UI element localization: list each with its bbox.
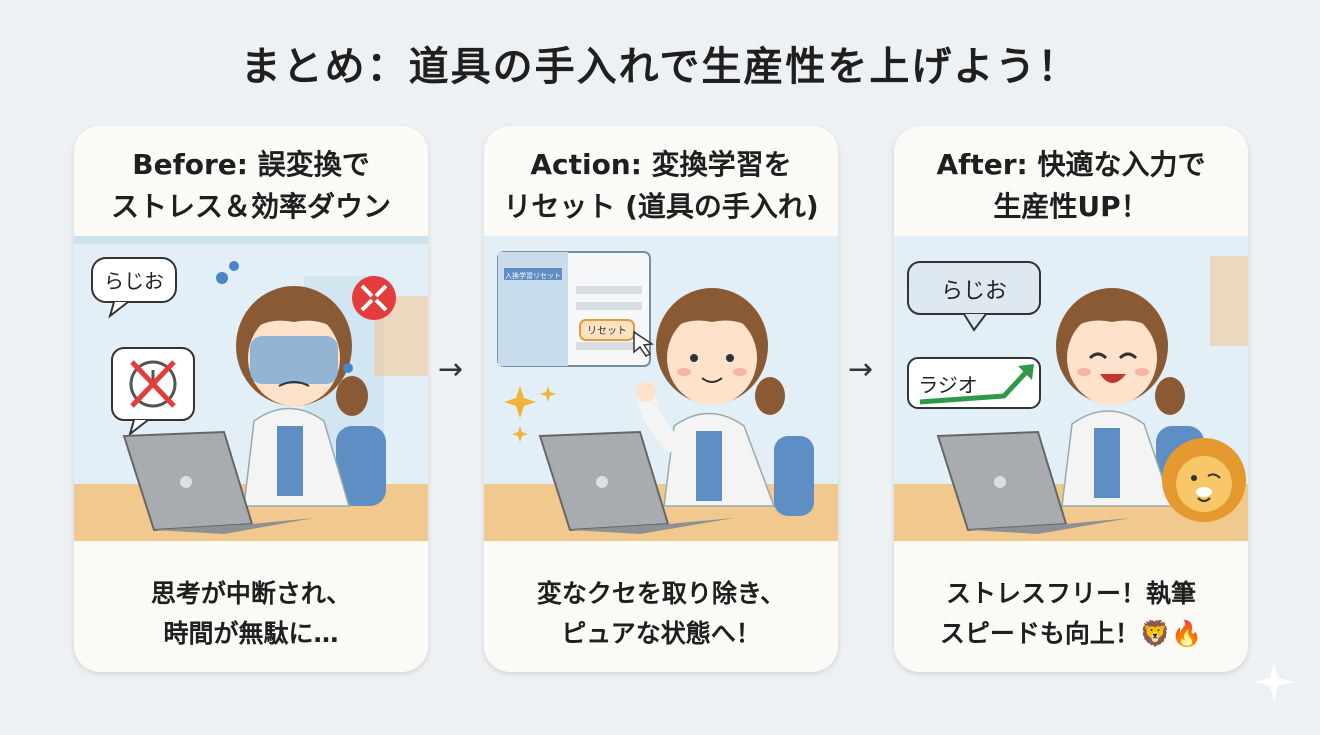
- before-title-line1: Before: 誤変換で: [132, 148, 370, 181]
- after-bubble-text: らじお: [941, 279, 1007, 304]
- action-panel-title: Action: 変換学習を リセット (道具の手入れ): [484, 144, 838, 228]
- after-caption-line1: ストレスフリー！執筆: [945, 579, 1196, 608]
- before-bubble-text: らじお: [104, 269, 164, 293]
- action-caption-line2: ピュアな状態へ！: [561, 619, 761, 648]
- crossed-clock-icon: [111, 347, 195, 437]
- window-tab-label: 入換学習リセット: [505, 271, 561, 280]
- before-panel: Before: 誤変換で ストレス＆効率ダウン: [74, 126, 428, 672]
- after-title-line2: 生産性UP！: [993, 190, 1149, 223]
- action-title-line1: Action: 変換学習を: [530, 148, 792, 181]
- after-caption-line2: スピードも向上！🦁🔥: [939, 619, 1203, 648]
- before-caption-line1: 思考が中断され、: [150, 579, 352, 608]
- action-caption-line1: 変なクセを取り除き、: [536, 579, 786, 608]
- reset-dialog-window: 入換学習リセット リセット: [497, 251, 655, 367]
- action-title-line2: リセット (道具の手入れ): [503, 190, 819, 223]
- arrow-icon: →: [438, 352, 464, 387]
- converted-text-bubble: ラジオ: [907, 357, 1041, 409]
- action-panel: Action: 変換学習を リセット (道具の手入れ) 入換学習リセット: [484, 126, 838, 672]
- arrow-icon: →: [848, 352, 874, 387]
- before-speech-bubble: らじお: [91, 257, 177, 319]
- after-panel: After: 快適な入力で 生産性UP！ らじお ラジオ: [894, 126, 1248, 672]
- after-title-line1: After: 快適な入力で: [936, 148, 1206, 181]
- action-illustration: 入換学習リセット リセット: [484, 236, 838, 541]
- before-panel-title: Before: 誤変換で ストレス＆効率ダウン: [74, 144, 428, 228]
- action-caption: 変なクセを取り除き、 ピュアな状態へ！: [484, 574, 838, 654]
- before-caption-line2: 時間が無駄に…: [163, 619, 339, 648]
- lion-icon: [1162, 438, 1246, 522]
- after-caption: ストレスフリー！執筆 スピードも向上！🦁🔥: [894, 574, 1248, 654]
- after-speech-bubble: らじお: [907, 261, 1041, 332]
- converted-text: ラジオ: [918, 373, 978, 397]
- after-panel-title: After: 快適な入力で 生産性UP！: [894, 144, 1248, 228]
- before-caption: 思考が中断され、 時間が無駄に…: [74, 574, 428, 654]
- window-reset-button: リセット: [587, 325, 627, 337]
- before-illustration: らじお: [74, 236, 428, 541]
- sparkle-icon: [1254, 662, 1294, 702]
- after-illustration: らじお ラジオ: [894, 236, 1248, 541]
- page-title: まとめ：道具の手入れで生産性を上げよう！: [240, 44, 1080, 90]
- before-title-line2: ストレス＆効率ダウン: [110, 190, 391, 223]
